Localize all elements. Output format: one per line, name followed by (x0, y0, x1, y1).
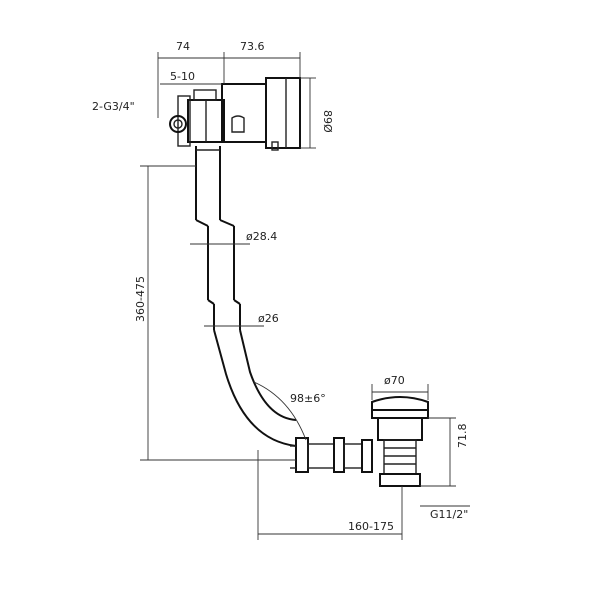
label-dia-26: ø26 (258, 312, 279, 325)
label-thread-g34: 2-G3/4" (92, 100, 135, 113)
label-width-74: 74 (176, 40, 190, 53)
overflow-valve-head (177, 77, 301, 151)
label-dia-70: ø70 (384, 374, 405, 387)
drain-waste (371, 396, 429, 487)
label-range-5-10: 5-10 (170, 70, 195, 83)
label-dia-28-4: ø28.4 (246, 230, 277, 243)
label-thread-g112: G11/2" (430, 508, 468, 521)
label-height-360-475: 360-475 (134, 276, 147, 322)
label-length-160-175: 160-175 (348, 520, 394, 533)
horizontal-connector (290, 437, 373, 473)
dimension-labels: 74 73.6 5-10 2-G3/4" ø28.4 ø26 98±6° ø70… (92, 40, 469, 533)
label-width-73-6: 73.6 (240, 40, 265, 53)
vertical-pipe (195, 146, 297, 447)
inlet-thread-detail (169, 115, 187, 133)
label-height-71-8: 71.8 (456, 424, 469, 449)
dimension-lines (140, 52, 470, 540)
label-dia-89: 89Ø (321, 110, 334, 133)
label-angle: 98±6° (290, 392, 326, 405)
